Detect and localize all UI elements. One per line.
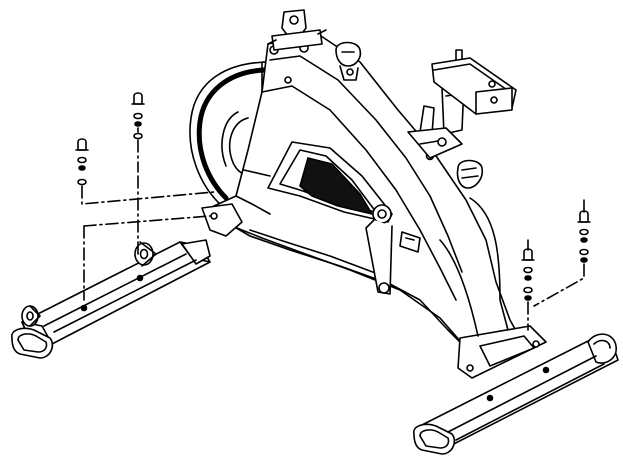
front-stabilizer [11,239,211,359]
resistance-knob [456,159,484,189]
hardware-right-rear [577,210,591,263]
washer [133,112,143,120]
handlebar-post [267,9,327,51]
rear-stabilizer [413,333,619,455]
alignment-lines-front [83,175,211,301]
cap-nut [133,92,143,105]
hardware-left-rear [75,138,215,205]
hardware-left-front [131,92,145,173]
seat-clamp [431,49,517,115]
transport-wheel [21,241,157,327]
handlebar-knob [335,41,362,81]
frame [201,33,547,379]
alignment-lines-rear [527,199,585,331]
hardware-right-front [521,248,535,301]
crank-arm [365,204,421,295]
